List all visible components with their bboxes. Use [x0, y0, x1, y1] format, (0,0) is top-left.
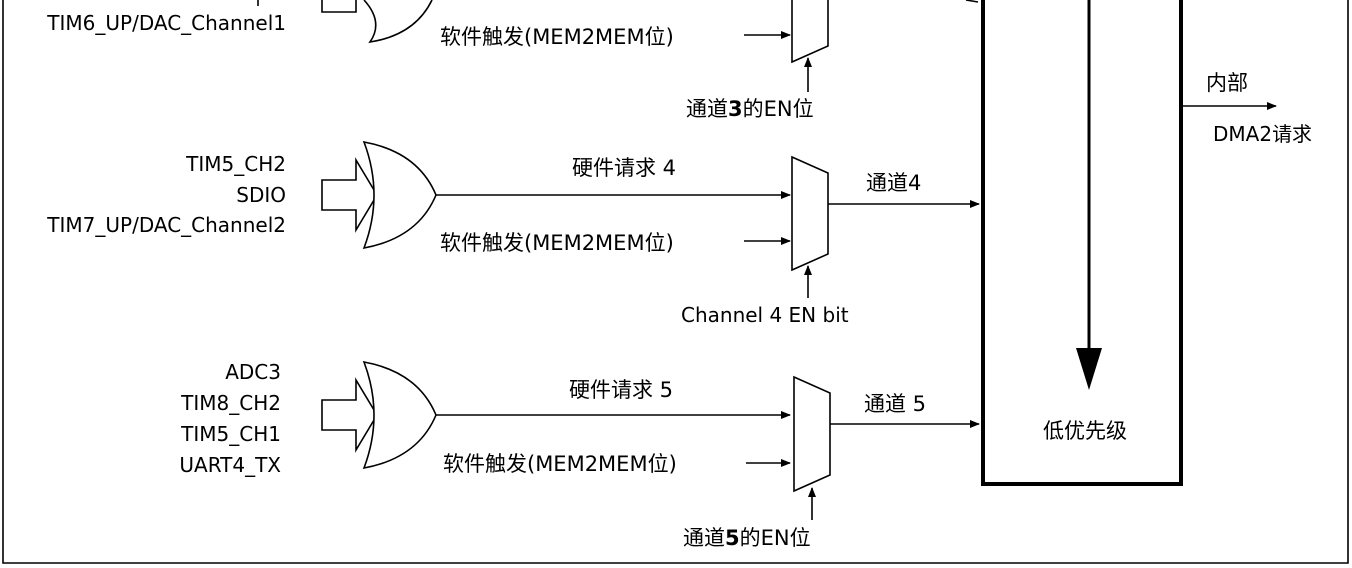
ch4-source: TIM7_UP/DAC_Channel2	[46, 213, 286, 237]
ch4-or-gate	[362, 140, 437, 250]
ch5-source: ADC3	[225, 360, 281, 384]
ch5-channel-label: 通道 5	[864, 392, 926, 416]
ch5-en-label: 通道5的EN位	[683, 526, 811, 550]
low-priority-label: 低优先级	[1043, 419, 1127, 443]
ch4-software-trigger: 软件触发(MEM2MEM位)	[440, 231, 674, 255]
ch4-input-arrow	[321, 157, 378, 233]
ch3-channel-line	[965, 0, 979, 3]
ch5-hw-request-label: 硬件请求 5	[569, 378, 673, 402]
ch4-en-label: Channel 4 EN bit	[681, 303, 849, 327]
ch3-mux	[791, 0, 829, 64]
ch4-source: SDIO	[236, 183, 286, 207]
ch3-input-arrow	[321, 0, 357, 13]
ch3-en-label: 通道3的EN位	[686, 97, 814, 121]
ch5-source: UART4_TX	[179, 453, 281, 477]
ch4-channel-label: 通道4	[866, 171, 921, 195]
ch5-software-trigger: 软件触发(MEM2MEM位)	[443, 452, 677, 476]
priority-arrow-head	[1076, 348, 1102, 390]
ch5-mux	[793, 375, 831, 493]
arbiter-box	[981, 0, 1183, 486]
ch5-input-arrow	[321, 377, 378, 453]
output-internal-label: 内部	[1206, 71, 1248, 95]
ch4-source: TIM5_CH2	[185, 152, 286, 176]
ch3-or-gate	[363, 0, 433, 44]
ch4-mux	[791, 155, 829, 272]
ch5-source: TIM8_CH2	[180, 391, 281, 415]
output-dma2-request-label: DMA2请求	[1213, 122, 1312, 146]
ch4-hw-request-label: 硬件请求 4	[572, 156, 676, 180]
ch3-source-tim6: TIM6_UP/DAC_Channel1	[46, 11, 286, 35]
ch5-or-gate	[362, 360, 437, 470]
ch3-software-trigger: 软件触发(MEM2MEM位)	[440, 25, 674, 49]
ch5-source: TIM5_CH1	[180, 422, 281, 446]
